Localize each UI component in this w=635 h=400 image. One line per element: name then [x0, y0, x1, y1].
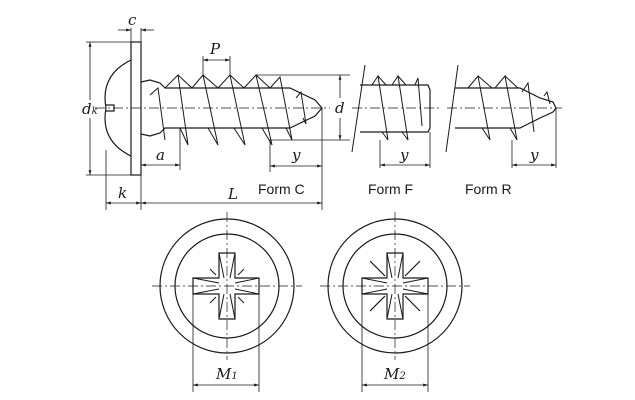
head-slot [106, 104, 115, 112]
label-m2: M2 [383, 365, 406, 383]
form-c-label: Form C [258, 181, 305, 197]
screw-head-dome [104, 59, 132, 157]
star-marks [369, 260, 421, 312]
form-f-label: Form F [368, 181, 413, 197]
label-dk: dk [82, 100, 98, 118]
label-y-form-c: y [291, 146, 301, 164]
label-d: d [335, 99, 345, 117]
label-c: c [128, 11, 137, 29]
label-y-form-r: y [529, 146, 539, 164]
label-k: k [118, 184, 127, 202]
thread-profile [149, 73, 307, 146]
head-top-view-m1: M1 [152, 212, 302, 392]
washer-flange [130, 41, 142, 176]
form-r-side-view: y Form R [445, 64, 562, 197]
form-c-side-view: c P dk d a y Form C k L [82, 11, 350, 210]
label-m1: M1 [215, 365, 238, 383]
label-y-form-f: y [399, 146, 409, 164]
label-a: a [156, 146, 165, 164]
label-l: L [227, 185, 238, 203]
form-r-label: Form R [465, 181, 512, 197]
head-top-view-m2: M2 [320, 212, 470, 392]
form-f-side-view: y Form F [351, 64, 440, 197]
label-p: P [209, 40, 221, 58]
